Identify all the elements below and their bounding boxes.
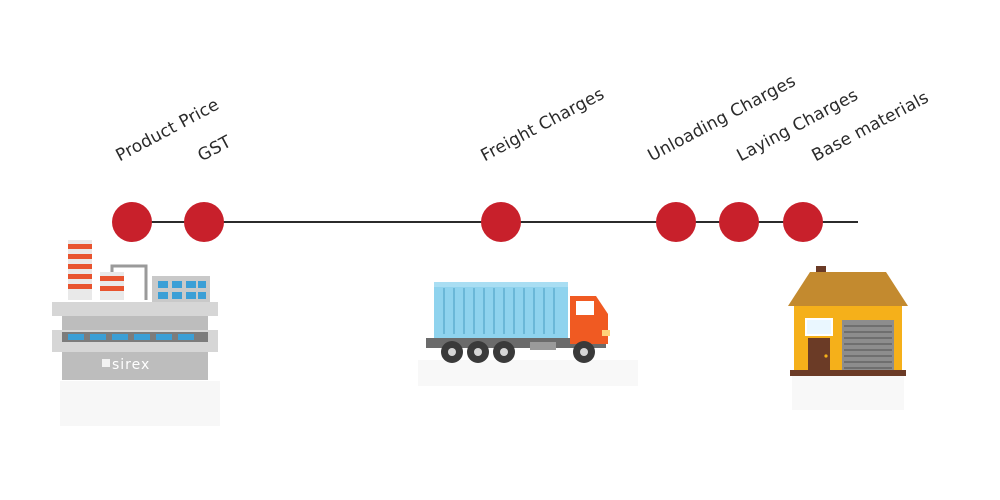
truck-icon xyxy=(418,282,638,386)
factory-icon: sirex xyxy=(52,240,220,426)
factory-brand: sirex xyxy=(112,357,150,373)
stage-label-freight-charges: Freight Charges xyxy=(477,84,608,166)
stage-marker-unloading-charges xyxy=(656,202,696,242)
house-icon xyxy=(788,266,908,410)
stage-label-gst: GST xyxy=(194,131,235,166)
stage-marker-freight-charges xyxy=(481,202,521,242)
stage-marker-product-price xyxy=(112,202,152,242)
stage-marker-base-materials xyxy=(783,202,823,242)
stage-marker-laying-charges xyxy=(719,202,759,242)
stage-marker-gst xyxy=(184,202,224,242)
stage-label-unloading-charges: Unloading Charges xyxy=(644,71,800,166)
